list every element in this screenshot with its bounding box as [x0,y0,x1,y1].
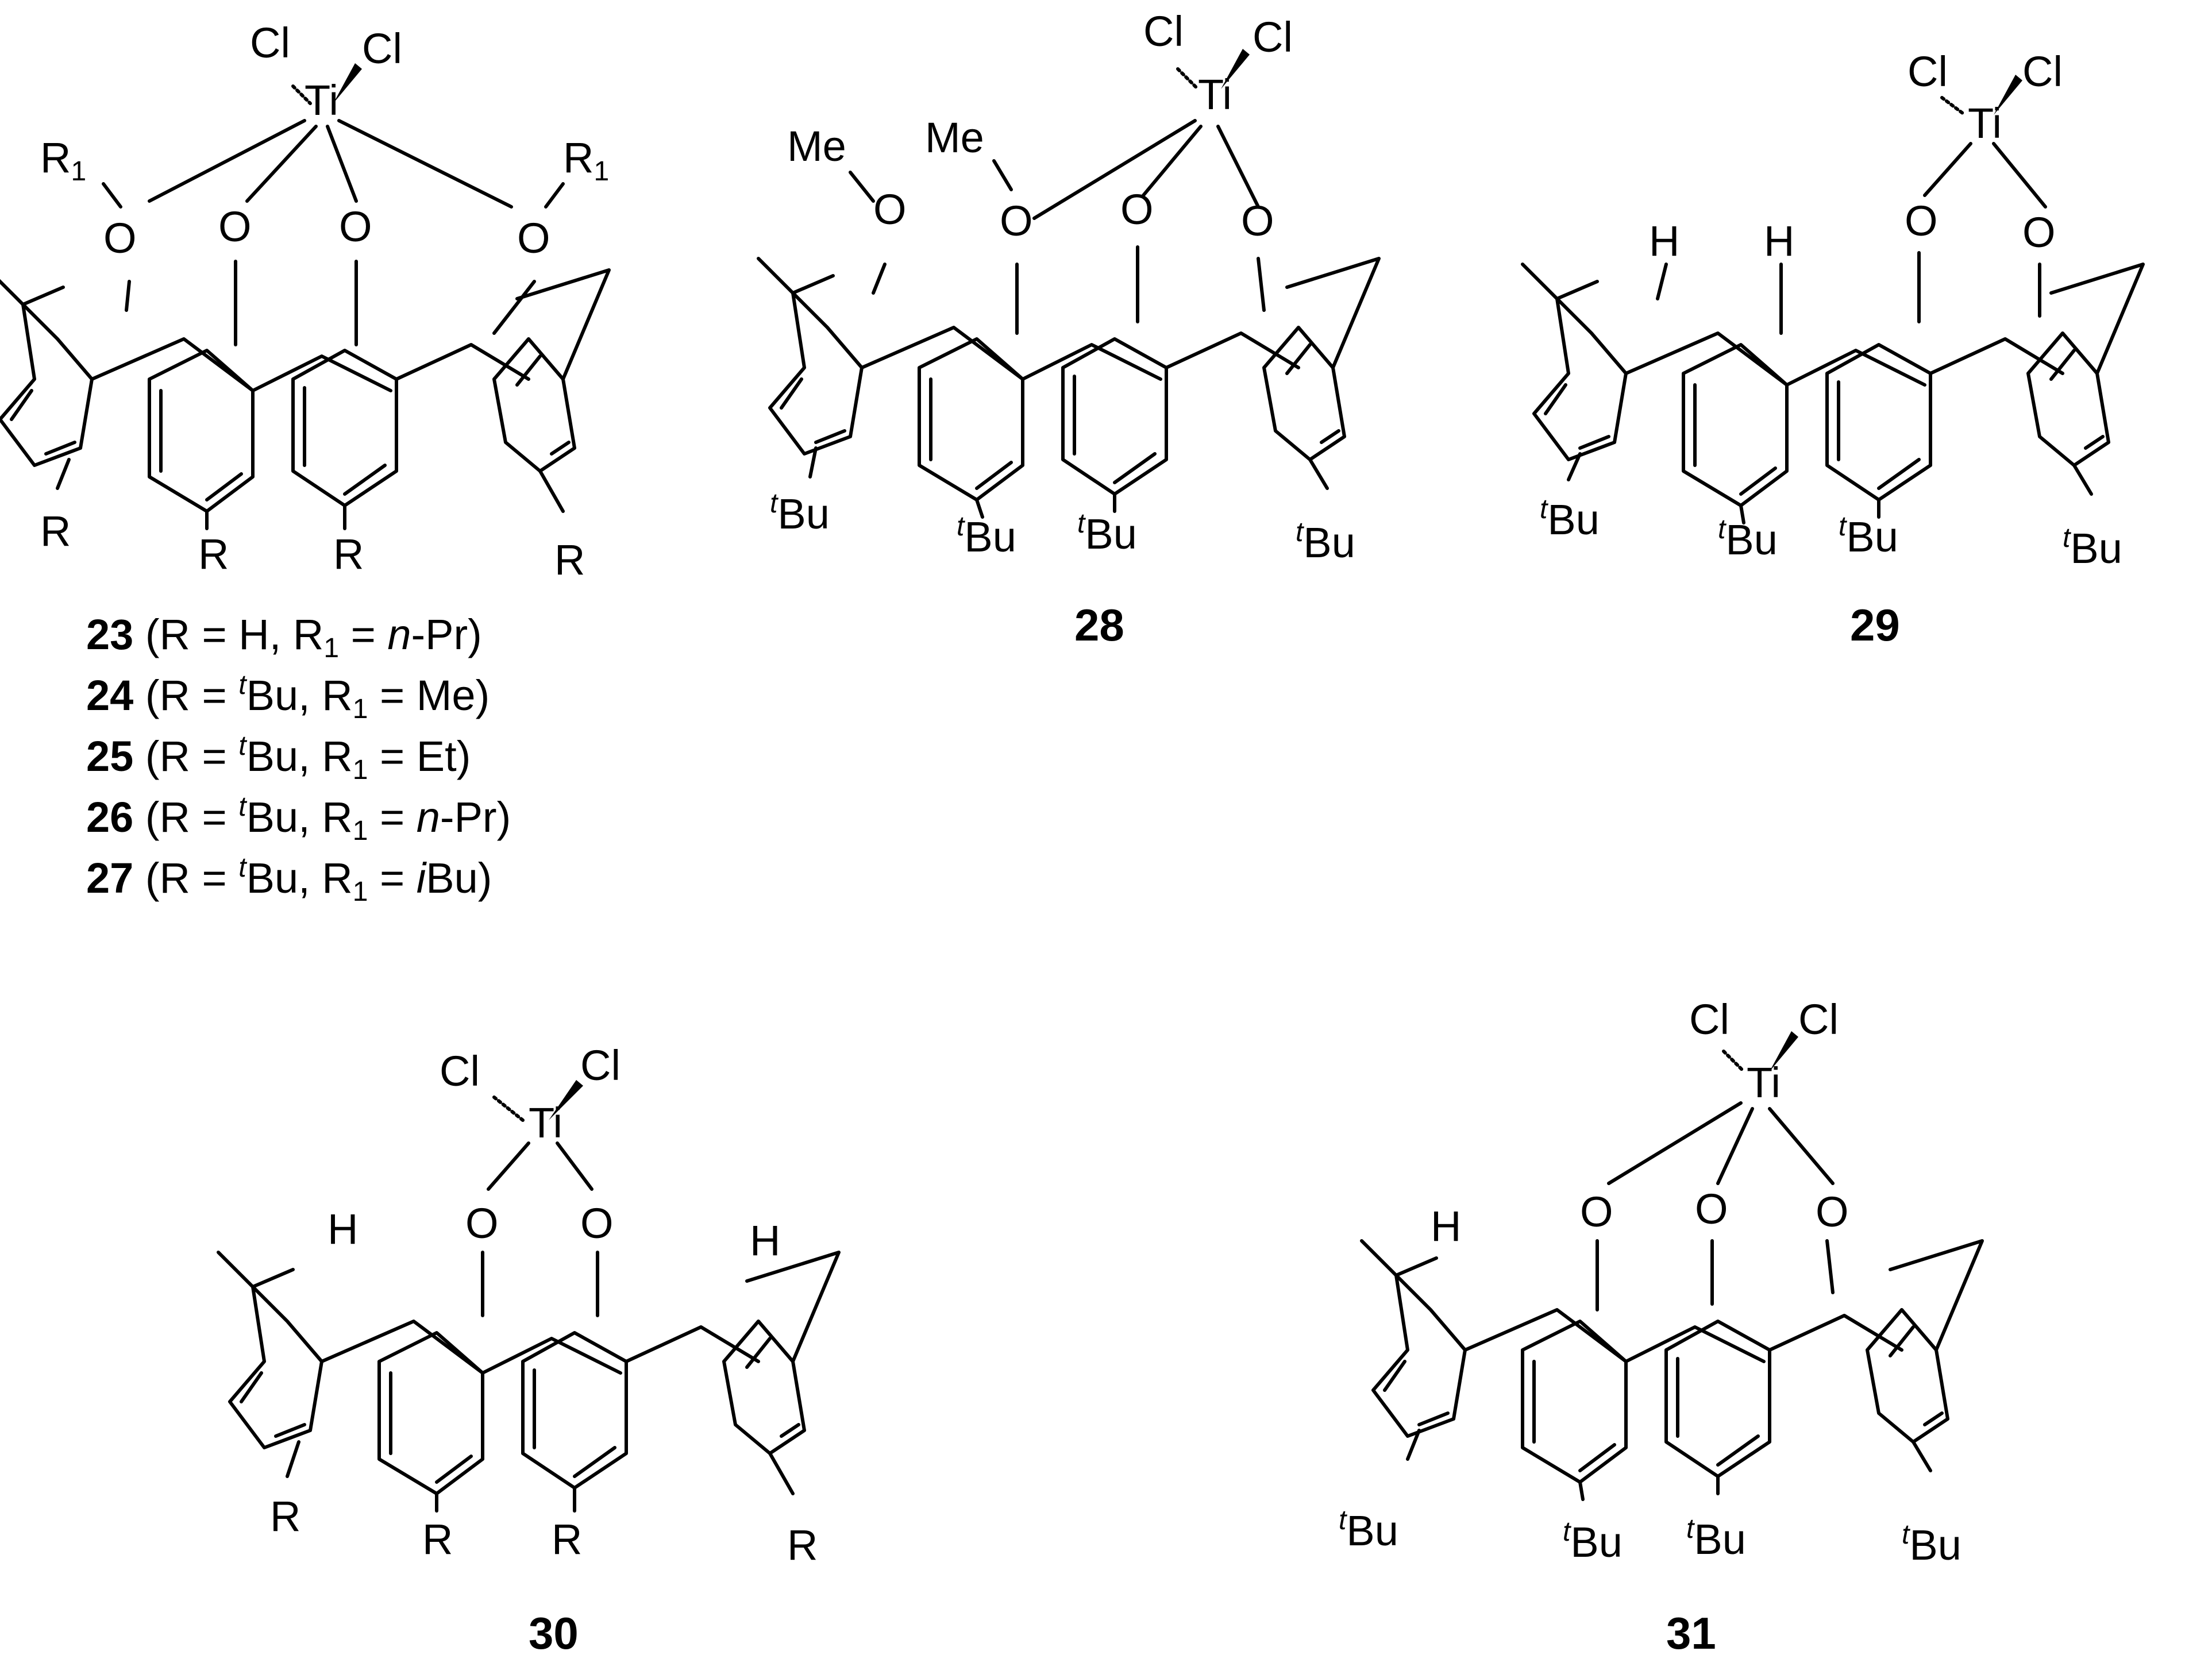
tbu-subst: tBu [2063,523,2122,572]
hydrogen-label: H [750,1217,780,1264]
compound-31: Ti Cl Cl O O O H tBu tBu tBu tBu [1339,996,1982,1569]
hydrogen-label: H [1649,217,1679,265]
tbu-subst: tBu [1902,1519,1961,1569]
caption-list-23-27: 23 (R = H, R1 = n-Pr) 24 (R = tBu, R1 = M… [86,611,511,907]
o-atom: O [517,214,550,262]
cl-right-atom: Cl [1798,996,1839,1043]
r-subst: R [554,536,585,584]
cl-right-atom: Cl [1253,13,1293,61]
tbu-subst: tBu [1296,517,1355,566]
ti-atom: Ti [1747,1059,1781,1106]
compound-label-31: 31 [1666,1608,1716,1658]
tbu-subst: tBu [1339,1505,1398,1554]
caption-line: 23 (R = H, R1 = n-Pr) [86,611,482,664]
o-atom: O [1816,1188,1849,1236]
tbu-subst: tBu [1686,1514,1746,1563]
ti-atom: Ti [1968,99,2002,147]
o-atom: O [1000,197,1033,245]
o-atom: O [580,1199,614,1247]
o-atom: O [103,214,137,262]
tbu-subst: tBu [957,511,1016,561]
compound-label-30: 30 [529,1608,579,1658]
caption-line: 27 (R = tBu, R1 = iBu) [86,852,492,907]
ti-atom: Ti [1198,71,1232,118]
caption-line: 24 (R = tBu, R1 = Me) [86,670,490,724]
hydrogen-label: H [1764,217,1794,265]
o-atom: O [1580,1188,1613,1236]
r-subst: R [333,530,364,578]
tbu-subst: tBu [770,488,830,538]
r-subst: R [198,530,229,578]
o-atom: O [1695,1185,1728,1233]
r-subst: R [40,507,71,555]
r1-label-right: R1 [563,134,609,187]
cl-left-atom: Cl [250,19,290,67]
hydrogen-label: H [1431,1202,1461,1250]
o-atom: O [873,186,907,233]
r1-label-left: R1 [40,134,86,187]
o-atom: O [218,203,252,250]
caption-line: 26 (R = tBu, R1 = n-Pr) [86,792,511,846]
hydrogen-label: H [327,1205,358,1253]
cl-left-atom: Cl [1689,996,1729,1043]
r-subst: R [787,1521,818,1569]
ti-atom: Ti [305,76,338,124]
r-subst: R [422,1515,453,1563]
ti-atom: Ti [529,1099,562,1147]
compound-label-29: 29 [1850,600,1900,650]
tbu-subst: tBu [1540,494,1600,543]
o-atom: O [2022,209,2056,256]
o-atom: O [339,203,372,250]
tbu-subst: tBu [1077,508,1137,558]
r-subst: R [270,1492,300,1540]
o-atom: O [1120,186,1154,233]
o-atom: O [465,1199,499,1247]
cl-right-atom: Cl [580,1041,621,1089]
tbu-subst: tBu [1718,514,1778,564]
cl-right-atom: Cl [362,25,402,72]
compound-label-28: 28 [1074,600,1124,650]
cl-left-atom: Cl [440,1047,480,1095]
cl-left-atom: Cl [1907,48,1948,95]
o-atom: O [1905,197,1938,245]
compound-28: Ti Cl Cl O O O O Me Me tBu tBu tBu tBu [758,7,1379,566]
caption-line: 25 (R = tBu, R1 = Et) [86,731,471,785]
compound-29: Ti Cl Cl O O H H tBu tBu tBu tBu [1523,48,2143,572]
compound-30: Ti Cl Cl O O H H R R R R [218,1041,839,1569]
o-atom: O [1241,197,1274,245]
cl-right-atom: Cl [2022,48,2063,95]
methyl-label: Me [925,114,984,161]
methyl-label: Me [787,122,846,170]
tbu-subst: tBu [1839,511,1898,561]
r-subst: R [552,1515,582,1563]
compound-23-27: Ti Cl Cl O O O O R1 R1 R R R R [0,19,609,584]
tbu-subst: tBu [1563,1517,1623,1566]
cl-left-atom: Cl [1143,7,1184,55]
